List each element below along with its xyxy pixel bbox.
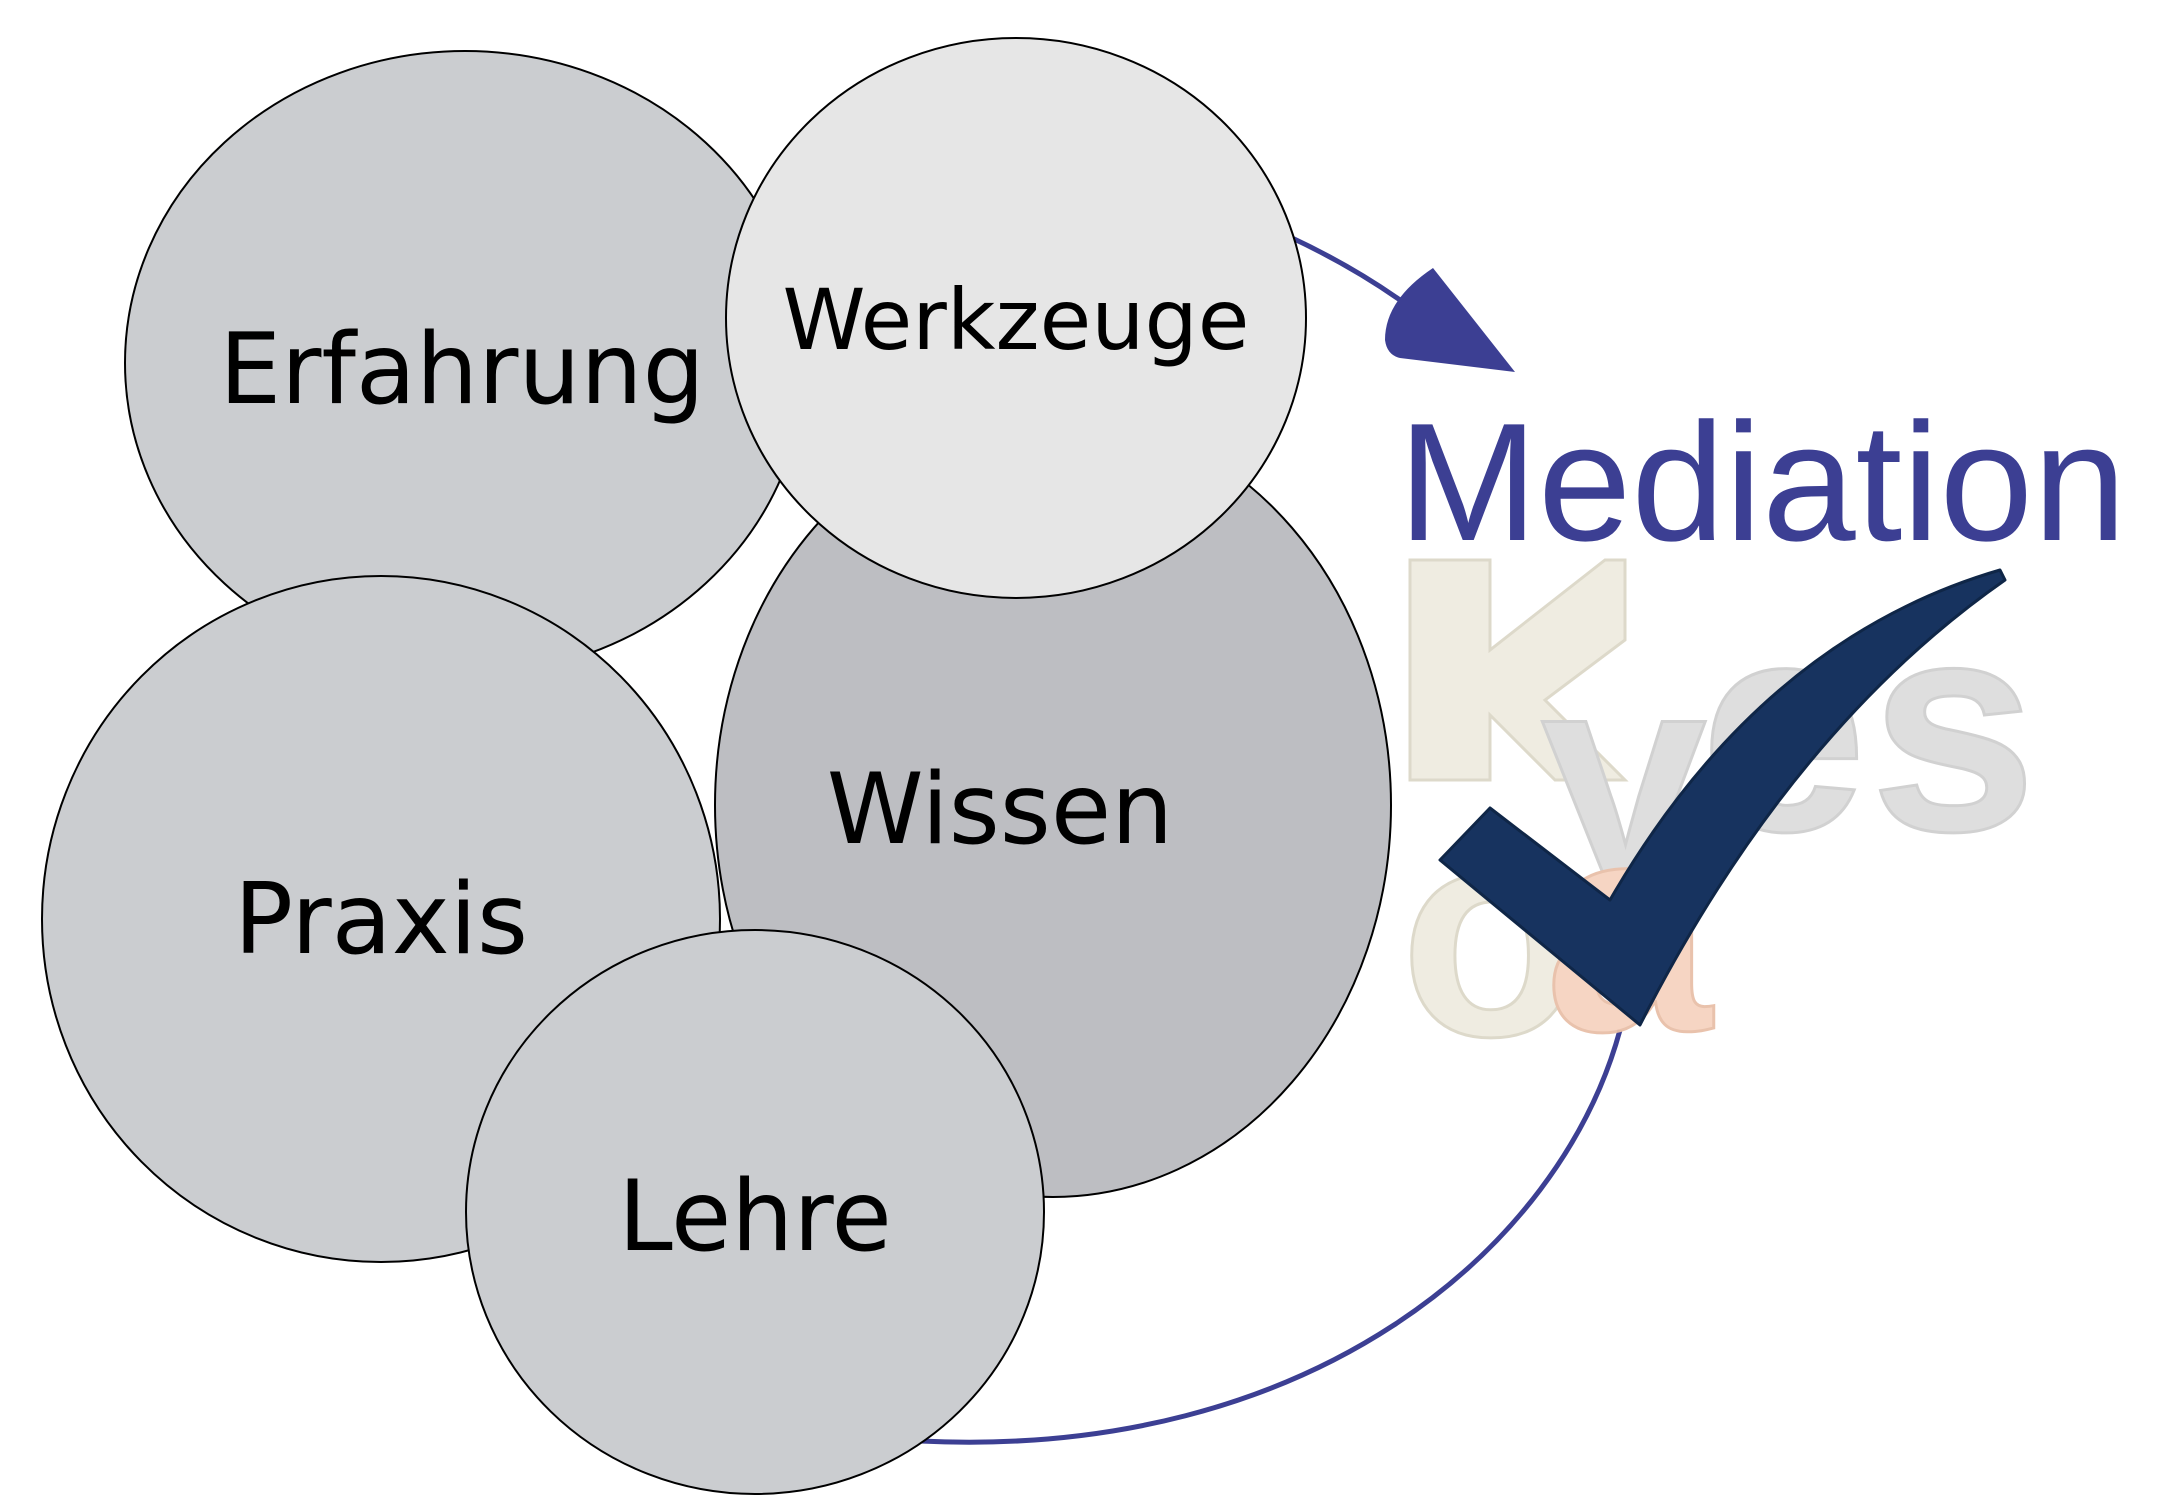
connector-curve: [919, 1029, 1623, 1445]
logo-letter-k-shape: [1408, 558, 1629, 782]
node-label-erfahrung: Erfahrung: [219, 313, 705, 427]
circle-werkzeuge: [725, 37, 1307, 599]
connector-curve: [1288, 234, 1402, 303]
node-label-werkzeuge: Werkzeuge: [782, 271, 1249, 369]
node-label-wissen: Wissen: [827, 753, 1174, 867]
checkmark-icon: [1438, 568, 2007, 1027]
target-label-mediation: Mediation: [1398, 388, 2126, 576]
node-label-lehre: Lehre: [618, 1160, 892, 1274]
circle-lehre: [465, 929, 1045, 1495]
node-label-praxis: Praxis: [234, 863, 528, 977]
arrowhead-icon: [1385, 268, 1515, 372]
